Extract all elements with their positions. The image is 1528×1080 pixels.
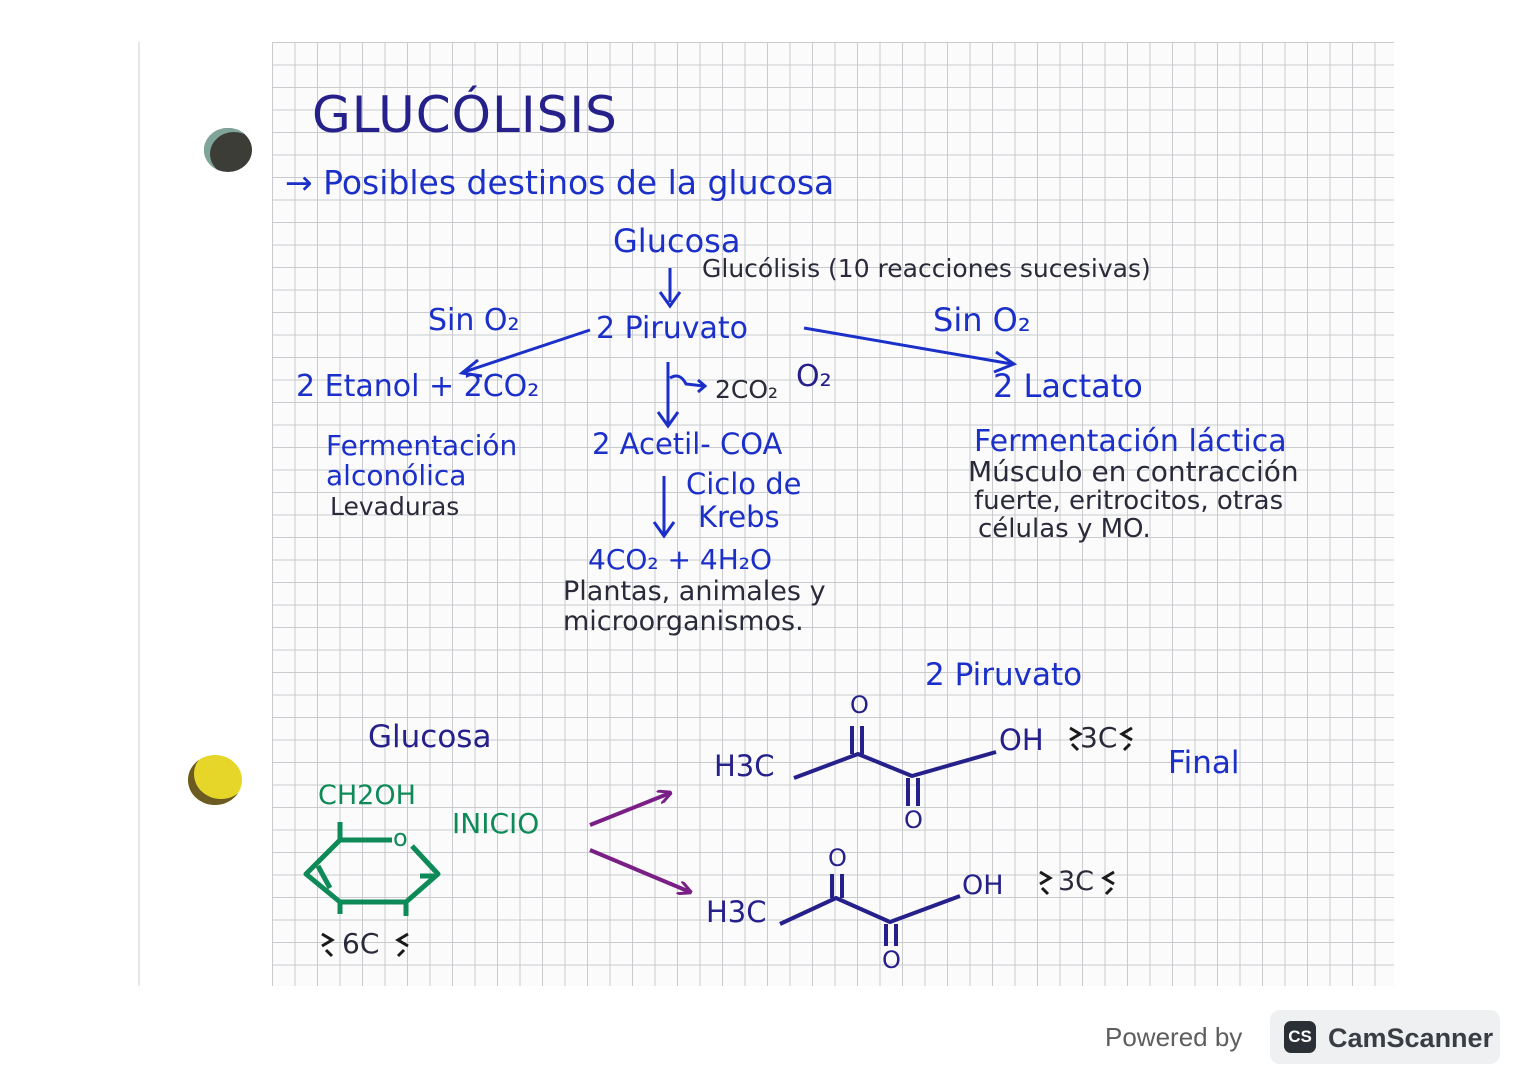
pyruvate-skeleton-bottom	[779, 874, 961, 946]
pyruvate-skeleton-top	[793, 726, 997, 806]
final-product: 4CO₂ + 4H₂O	[588, 543, 773, 576]
arrow-pyruvate-to-ethanol	[458, 328, 591, 378]
start-label: INICIO	[452, 807, 540, 840]
ch2oh-group: CH2OH	[318, 780, 416, 811]
page-title: GLUCÓLISIS	[312, 86, 618, 144]
carbonyl-o-top-2: O	[904, 806, 923, 834]
three-carbon-bottom: 3C	[1058, 866, 1095, 897]
glucose-label: Glucosa	[613, 222, 741, 260]
carbonyl-o-top-1: O	[850, 691, 869, 719]
right-product: 2 Lactato	[993, 367, 1143, 405]
final-organisms-line2: microorganismos.	[563, 606, 804, 637]
six-carbon-label: 6C	[342, 927, 380, 960]
final-organisms-line1: Plantas, animales y	[563, 576, 826, 607]
carbonyl-o-bottom-2: O	[882, 946, 901, 974]
right-condition: Sin O₂	[933, 301, 1031, 339]
carbonyl-o-bottom-1: O	[828, 844, 847, 872]
binder-hole-top	[204, 128, 252, 172]
camscanner-logo-icon: CS	[1284, 1021, 1316, 1053]
glucose-ring-structure	[303, 822, 441, 916]
page-margin-line	[138, 42, 140, 986]
carbon-count-marks	[321, 726, 1133, 958]
ring-oxygen: o	[393, 824, 408, 852]
right-notes-line3: células y MO.	[978, 514, 1151, 544]
krebs-line1: Ciclo de	[686, 467, 802, 501]
arrow-pyruvate-to-lactate	[803, 326, 1018, 374]
hydroxyl-top: OH	[999, 723, 1044, 757]
subtitle: → Posibles destinos de la glucosa	[285, 163, 835, 202]
camscanner-watermark: Powered by CS CamScanner	[1105, 1010, 1501, 1064]
camscanner-badge: CS CamScanner	[1270, 1010, 1500, 1064]
left-condition: Sin O₂	[428, 303, 520, 338]
krebs-line2: Krebs	[698, 500, 780, 534]
methyl-bottom: H3C	[706, 895, 767, 929]
left-organisms: Levaduras	[330, 492, 460, 521]
end-label: Final	[1168, 745, 1240, 781]
arrow-glucose-to-pyruvate-bottom	[589, 848, 690, 892]
binder-hole-bottom	[188, 755, 242, 805]
grid-paper	[272, 42, 1394, 986]
right-notes-line2: fuerte, eritrocitos, otras	[974, 486, 1284, 516]
arrow-glucose-to-pyruvate-top	[589, 793, 670, 827]
camscanner-brand: CamScanner	[1328, 1023, 1494, 1053]
co2-release: 2CO₂	[715, 375, 779, 404]
powered-by-text: Powered by	[1105, 1022, 1243, 1052]
pyruvate-label: 2 Piruvato	[925, 657, 1083, 693]
right-process: Fermentación láctica	[974, 424, 1287, 459]
left-process-line1: Fermentación	[326, 429, 518, 462]
methyl-top: H3C	[714, 749, 775, 783]
left-product: 2 Etanol + 2CO₂	[296, 369, 540, 404]
arrow-krebs	[652, 476, 676, 539]
arrow-pyruvate-to-acetylcoa	[656, 362, 708, 429]
aerobic-condition: O₂	[796, 359, 832, 394]
glycolysis-note: Glucólisis (10 reacciones sucesivas)	[702, 254, 1151, 283]
glucose-structure-label: Glucosa	[368, 719, 492, 755]
hydroxyl-bottom: OH	[962, 870, 1004, 901]
three-carbon-top: 3C	[1080, 721, 1118, 754]
pyruvate-center: 2 Piruvato	[596, 311, 748, 346]
acetyl-coa: 2 Acetil- COA	[592, 427, 783, 461]
left-process-line2: alconólica	[326, 459, 467, 492]
right-notes-line1: Músculo en contracción	[968, 455, 1299, 488]
arrow-glucose-to-pyruvate	[658, 268, 682, 309]
